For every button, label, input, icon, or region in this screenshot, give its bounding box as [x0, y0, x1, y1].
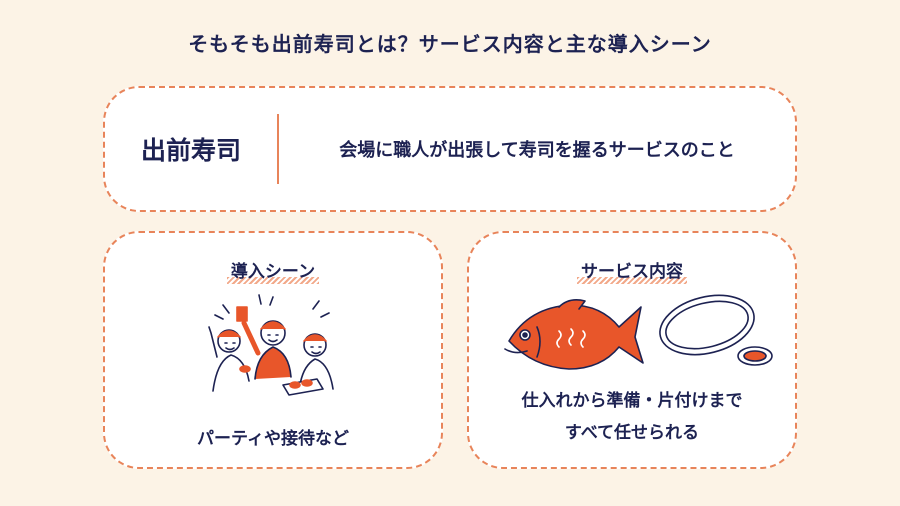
service-caption-line2: すべて任せられる: [564, 423, 700, 443]
scene-caption: パーティや接待など: [197, 429, 349, 449]
definition-text: 会場に職人が出張して寿司を握るサービスのこと: [339, 140, 735, 161]
soy-sauce-dish-icon: [737, 346, 773, 366]
term-label: 出前寿司: [140, 136, 241, 165]
service-card: サービス内容 仕入れから準備・片付けまで すべて任せられる: [467, 231, 797, 469]
page-heading: そもそも出前寿司とは？サービス内容と主な導入シーン: [188, 32, 712, 56]
sea-bream-fish-icon: [504, 299, 644, 370]
service-caption-line1: 仕入れから準備・片付けまで: [521, 391, 743, 411]
scene-card-title: 導入シーン: [105, 257, 441, 284]
serving-platter-icon: [659, 294, 755, 356]
definition-card: 出前寿司 会場に職人が出張して寿司を握るサービスのこと: [103, 86, 797, 212]
service-card-title: サービス内容: [469, 257, 795, 284]
party-people-illustration: [208, 294, 334, 396]
scene-card: 導入シーン: [103, 231, 443, 469]
divider: [277, 114, 279, 184]
